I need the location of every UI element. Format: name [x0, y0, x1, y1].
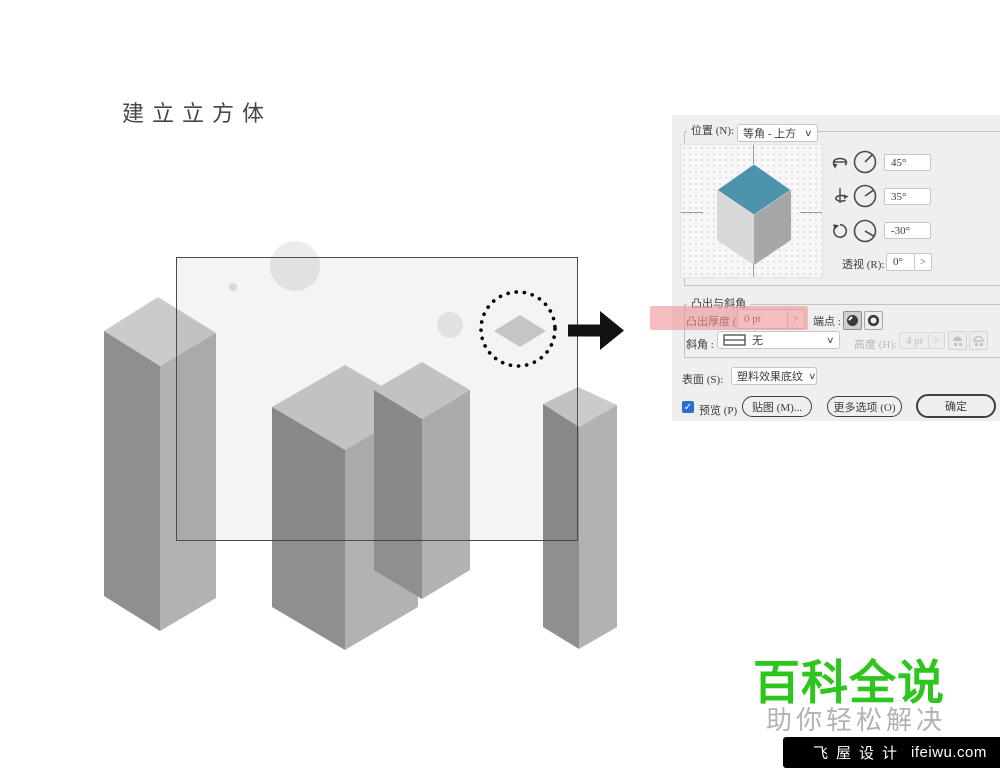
position-label: 位置 (N): [687, 124, 739, 138]
box-right-face [579, 405, 617, 649]
rotate-y-value[interactable]: 35° [884, 188, 931, 205]
position-value: 等角 - 上方 [743, 128, 797, 140]
rotate-z-icon [833, 224, 848, 238]
chevron-down-icon: ∨ [826, 334, 835, 345]
bevel-none-icon [723, 334, 746, 346]
box-left-face [104, 331, 160, 631]
ok-button[interactable]: 确定 [916, 394, 996, 418]
flat-diamond-shape [494, 315, 546, 347]
cap-hollow-button[interactable] [864, 311, 883, 330]
preview-checkbox-label: 预览 (P) [699, 405, 738, 417]
check-icon: ✓ [683, 401, 693, 413]
height-value[interactable]: 4 pt [899, 332, 929, 349]
rotate-x-dial[interactable] [853, 150, 877, 174]
map-art-button[interactable]: 贴图 (M)... [742, 396, 812, 417]
brand-logo: 百科全说 [753, 656, 945, 709]
height-spinner[interactable]: > [929, 332, 945, 349]
surface-label: 表面 (S): [682, 374, 724, 386]
box-left-face [374, 390, 422, 599]
box-right-face [422, 390, 470, 599]
perspective-spinner[interactable]: > [915, 253, 932, 271]
rotate-z-value[interactable]: -30° [884, 222, 931, 239]
rotate-y-dial[interactable] [853, 184, 877, 208]
3d-options-dialog: 位置 (N): 等角 - 上方 ∨ 45° [650, 115, 1000, 421]
rotate-x-icon [832, 157, 848, 169]
cube-right-face [754, 190, 791, 265]
rotate-z-dial[interactable] [853, 219, 877, 243]
bevel-value: 无 [752, 335, 763, 347]
surface-dropdown[interactable]: 塑料效果底纹 ∨ [731, 367, 817, 385]
more-options-button[interactable]: 更多选项 (O) [827, 396, 902, 417]
bevel-label: 斜角 : [686, 339, 714, 351]
dotted-highlight-circle [479, 290, 557, 368]
box-top-face [543, 387, 617, 427]
footer-site-name: 飞屋设计 [813, 746, 906, 762]
extrude-depth-spinner[interactable]: > [788, 309, 805, 329]
crosshair-line [753, 145, 754, 165]
height-label: 高度 (H): [854, 339, 898, 351]
cuboid-right [543, 387, 617, 649]
preview-checkbox[interactable]: ✓ [682, 401, 694, 413]
bevel-extent-out-icon [953, 336, 962, 346]
chevron-down-icon: ∨ [808, 370, 817, 381]
bevel-extent-in-button[interactable] [969, 331, 988, 350]
preview-cube [716, 163, 792, 265]
rotate-y-icon [835, 188, 849, 203]
box-left-face [543, 404, 579, 649]
cap-solid-button[interactable] [843, 311, 862, 330]
crosshair-line [681, 212, 703, 213]
cap-hollow-icon [867, 314, 880, 327]
brand-tagline: 助你轻松解决 [766, 705, 947, 735]
crosshair-line [753, 257, 754, 277]
crosshair-line [800, 212, 822, 213]
cap-solid-icon [847, 315, 858, 326]
perspective-label: 透视 (R): [842, 259, 885, 271]
footer-bar: 飞屋设计 ifeiwu.com [783, 737, 1000, 768]
cube-preview-area[interactable] [680, 144, 823, 278]
caps-label: 端点 : [813, 316, 841, 328]
bevel-extent-out-button[interactable] [948, 331, 967, 350]
box-left-face [272, 407, 345, 650]
bevel-extent-in-icon [973, 335, 984, 346]
perspective-value[interactable]: 0° [886, 253, 915, 271]
chevron-down-icon: ∨ [804, 127, 813, 138]
box-top-face [104, 297, 216, 366]
cuboid-middle-rear [374, 362, 470, 599]
decor-dot [229, 283, 237, 291]
arrow-right-icon [568, 311, 624, 350]
surface-value: 塑料效果底纹 [737, 371, 803, 383]
decor-circle-large [270, 241, 320, 291]
bevel-dropdown[interactable]: 无 ∨ [717, 331, 840, 349]
position-dropdown[interactable]: 等角 - 上方 ∨ [737, 124, 818, 142]
selection-rectangle [176, 257, 578, 541]
cube-left-face [717, 190, 754, 265]
extrude-depth-value[interactable]: 0 pt [737, 309, 788, 329]
cuboid-left [104, 297, 216, 631]
page-title: 建立立方体 [122, 101, 273, 126]
footer-domain[interactable]: ifeiwu.com [911, 744, 987, 761]
decor-circle-small [437, 312, 463, 338]
rotate-x-value[interactable]: 45° [884, 154, 931, 171]
extrude-group [684, 304, 1000, 358]
box-top-face [374, 362, 470, 419]
box-right-face [160, 333, 216, 631]
